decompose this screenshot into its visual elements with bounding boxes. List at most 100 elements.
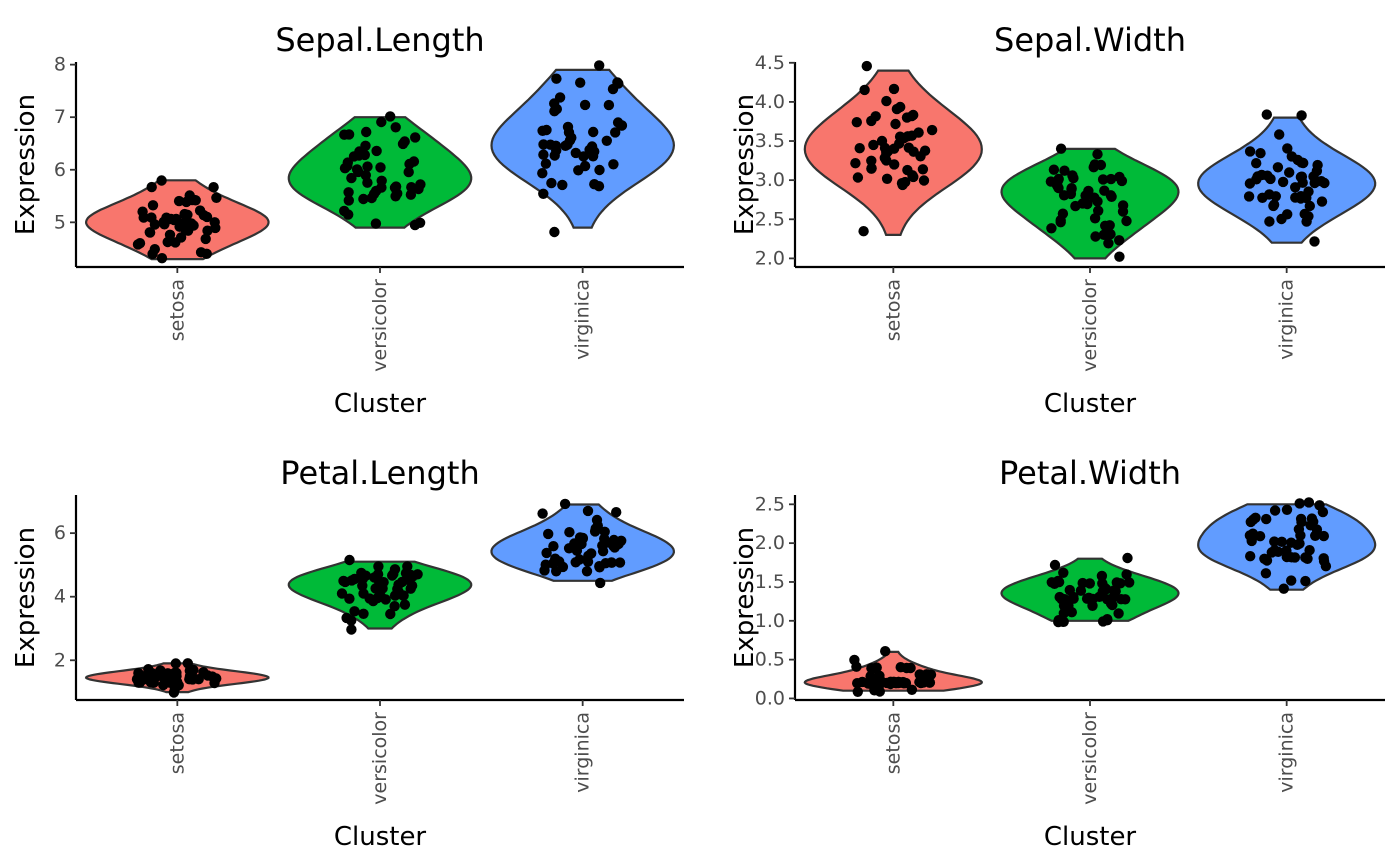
data-point-setosa <box>861 60 872 72</box>
data-point-versicolor <box>385 608 396 620</box>
violin-virginica <box>490 68 676 229</box>
data-point-virginica <box>557 179 568 191</box>
y-tick-label: 6 <box>54 159 66 181</box>
data-point-setosa <box>900 176 911 188</box>
data-point-setosa <box>850 158 861 169</box>
data-point-virginica <box>1295 513 1307 525</box>
data-point-virginica <box>571 545 583 556</box>
data-point-setosa <box>901 662 912 674</box>
data-point-setosa <box>876 135 888 147</box>
data-point-versicolor <box>1097 174 1109 185</box>
data-point-virginica <box>1297 177 1308 188</box>
data-point-virginica <box>616 535 627 546</box>
data-point-versicolor <box>408 156 420 167</box>
data-point-virginica <box>601 135 612 146</box>
data-point-virginica <box>1266 547 1278 558</box>
data-point-virginica <box>595 577 606 589</box>
data-point-setosa <box>881 155 892 166</box>
data-point-versicolor <box>354 146 365 157</box>
y-tick-label: 7 <box>54 106 66 128</box>
data-point-versicolor <box>399 136 410 147</box>
data-point-virginica <box>551 566 562 577</box>
data-point-versicolor <box>1048 164 1060 175</box>
data-point-setosa <box>151 671 162 682</box>
data-point-versicolor <box>1066 183 1077 195</box>
data-point-virginica <box>1290 182 1301 193</box>
data-point-versicolor <box>356 567 367 579</box>
data-point-versicolor <box>351 164 363 175</box>
data-point-virginica <box>537 508 548 519</box>
x-axis-label: Cluster <box>334 389 427 419</box>
data-point-virginica <box>1289 552 1301 563</box>
data-point-versicolor <box>343 209 354 220</box>
data-point-virginica <box>1303 211 1314 222</box>
data-point-versicolor <box>1055 143 1067 154</box>
data-point-virginica <box>562 121 574 133</box>
data-point-setosa <box>195 247 207 258</box>
data-point-setosa <box>134 238 146 249</box>
data-point-versicolor <box>406 182 417 193</box>
x-tick-label-virginica: virginica <box>572 279 594 360</box>
data-point-setosa <box>184 190 195 201</box>
panel-3: Petal.WidthExpressionCluster0.00.51.01.5… <box>730 454 1385 852</box>
data-point-virginica <box>551 73 562 84</box>
data-point-virginica <box>1284 167 1295 178</box>
data-point-virginica <box>574 554 585 565</box>
data-point-virginica <box>1274 129 1285 140</box>
data-point-virginica <box>1269 536 1280 547</box>
data-point-versicolor <box>1089 159 1101 170</box>
x-tick-label-virginica: virginica <box>1276 279 1298 360</box>
data-point-virginica <box>1281 504 1293 515</box>
data-point-setosa <box>902 164 913 176</box>
data-point-versicolor <box>1115 578 1126 589</box>
data-point-virginica <box>597 546 609 557</box>
data-point-virginica <box>543 528 554 540</box>
data-point-virginica <box>1286 575 1297 586</box>
data-point-versicolor <box>405 189 417 200</box>
data-point-setosa <box>885 678 896 690</box>
data-point-setosa <box>200 233 211 245</box>
data-point-versicolor <box>346 624 357 635</box>
data-point-virginica <box>608 540 619 552</box>
data-point-setosa <box>869 678 880 689</box>
data-point-virginica <box>1317 506 1329 518</box>
data-point-virginica <box>1304 200 1316 212</box>
data-point-virginica <box>610 127 621 138</box>
data-point-versicolor <box>1053 182 1064 194</box>
data-point-versicolor <box>1114 251 1125 262</box>
data-point-versicolor <box>1092 196 1103 207</box>
data-point-virginica <box>599 526 610 537</box>
data-point-virginica <box>549 226 560 238</box>
data-point-setosa <box>149 244 160 255</box>
data-point-versicolor <box>1098 229 1110 240</box>
data-point-virginica <box>584 144 595 155</box>
data-point-virginica <box>540 158 552 169</box>
data-point-setosa <box>891 103 903 115</box>
data-point-versicolor <box>1093 205 1104 216</box>
data-point-versicolor <box>357 580 368 591</box>
data-point-setosa <box>852 678 863 689</box>
panel-1: Sepal.WidthExpressionCluster2.02.53.03.5… <box>730 21 1385 419</box>
data-point-setosa <box>851 661 862 672</box>
data-point-virginica <box>1294 538 1305 549</box>
y-tick-label: 2.0 <box>755 532 785 554</box>
data-point-virginica <box>540 559 551 570</box>
data-point-setosa <box>866 155 877 166</box>
data-point-virginica <box>1294 498 1305 509</box>
data-point-setosa <box>859 84 870 96</box>
x-axis-label: Cluster <box>1044 389 1137 419</box>
data-point-versicolor <box>1068 591 1079 603</box>
data-point-virginica <box>1269 505 1281 516</box>
data-point-versicolor <box>1075 585 1087 596</box>
data-point-setosa <box>209 217 220 228</box>
data-point-setosa <box>889 159 900 170</box>
data-point-setosa <box>146 181 157 193</box>
data-point-virginica <box>1244 530 1256 541</box>
data-point-virginica <box>566 132 577 143</box>
data-point-versicolor <box>1077 198 1088 209</box>
data-point-versicolor <box>358 193 369 205</box>
data-point-virginica <box>594 164 605 176</box>
data-point-virginica <box>1295 530 1306 541</box>
data-point-virginica <box>564 527 575 538</box>
